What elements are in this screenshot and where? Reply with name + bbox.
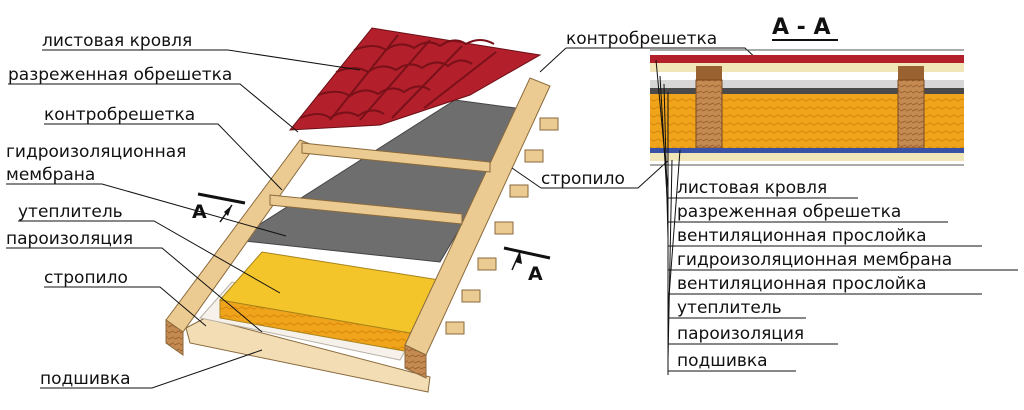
section-batten-1 (696, 66, 722, 80)
label-insulation: утеплитель (18, 202, 123, 222)
section-label-7: пароизоляция (677, 324, 804, 344)
section-mark-left: А (192, 201, 207, 223)
label-sparse-battens: разреженная обрешетка (8, 65, 232, 85)
left-labels: листовая кровля разреженная обрешетка ко… (6, 31, 232, 389)
sheathing-board (185, 317, 431, 393)
label-counter-batten: контробрешетка (44, 105, 195, 125)
section-title: А - А (772, 15, 831, 40)
label-rafter-right: стропило (541, 169, 625, 189)
section-rafter-2 (897, 79, 925, 149)
layer-vapor (650, 148, 964, 153)
label-vapor-barrier: пароизоляция (6, 229, 133, 249)
section-label-2: разреженная обрешетка (677, 202, 901, 222)
leader-rafter-right-left (511, 167, 542, 189)
section-label-6: утеплитель (677, 298, 782, 318)
label-counter-batten-top: контробрешетка (566, 29, 717, 49)
batten-2 (269, 194, 463, 225)
layer-roofing (650, 55, 964, 63)
section-label-3: вентиляционная прослойка (677, 226, 927, 246)
section-batten-2 (898, 66, 924, 80)
batten-1 (301, 142, 491, 173)
rafter-right-end (404, 344, 427, 379)
layer-membrane (650, 88, 964, 94)
section-label-underlines (668, 197, 1018, 372)
rafter-left-end (165, 319, 184, 356)
section-label-5: вентиляционная прослойка (677, 274, 927, 294)
label-waterproof-2: мембрана (6, 165, 95, 185)
section-label-4: гидроизоляционная мембрана (677, 250, 952, 270)
left-leaders (6, 49, 361, 389)
section-arrow-left (197, 192, 246, 223)
layer-vent-1 (650, 80, 964, 88)
section-label-8: подшивка (677, 351, 768, 371)
label-rafter: стропило (44, 268, 128, 288)
layer-sheathing (650, 153, 964, 161)
section-mark-right: А (528, 263, 543, 285)
label-sheathing: подшивка (40, 369, 131, 389)
layer-battens (650, 63, 964, 72)
roof-assembly (165, 27, 559, 393)
leader-counter-batten-left (539, 47, 567, 73)
metal-roofing (288, 27, 542, 131)
label-sheet-roofing: листовая кровля (42, 31, 192, 51)
section-arrow-right (503, 246, 551, 271)
section-labels: листовая кровля разреженная обрешетка ве… (677, 178, 952, 371)
section-label-1: листовая кровля (677, 178, 827, 198)
label-waterproof-1: гидроизоляционная (6, 142, 186, 162)
section-rafter-1 (695, 79, 723, 149)
cross-section: А - А (650, 15, 964, 375)
